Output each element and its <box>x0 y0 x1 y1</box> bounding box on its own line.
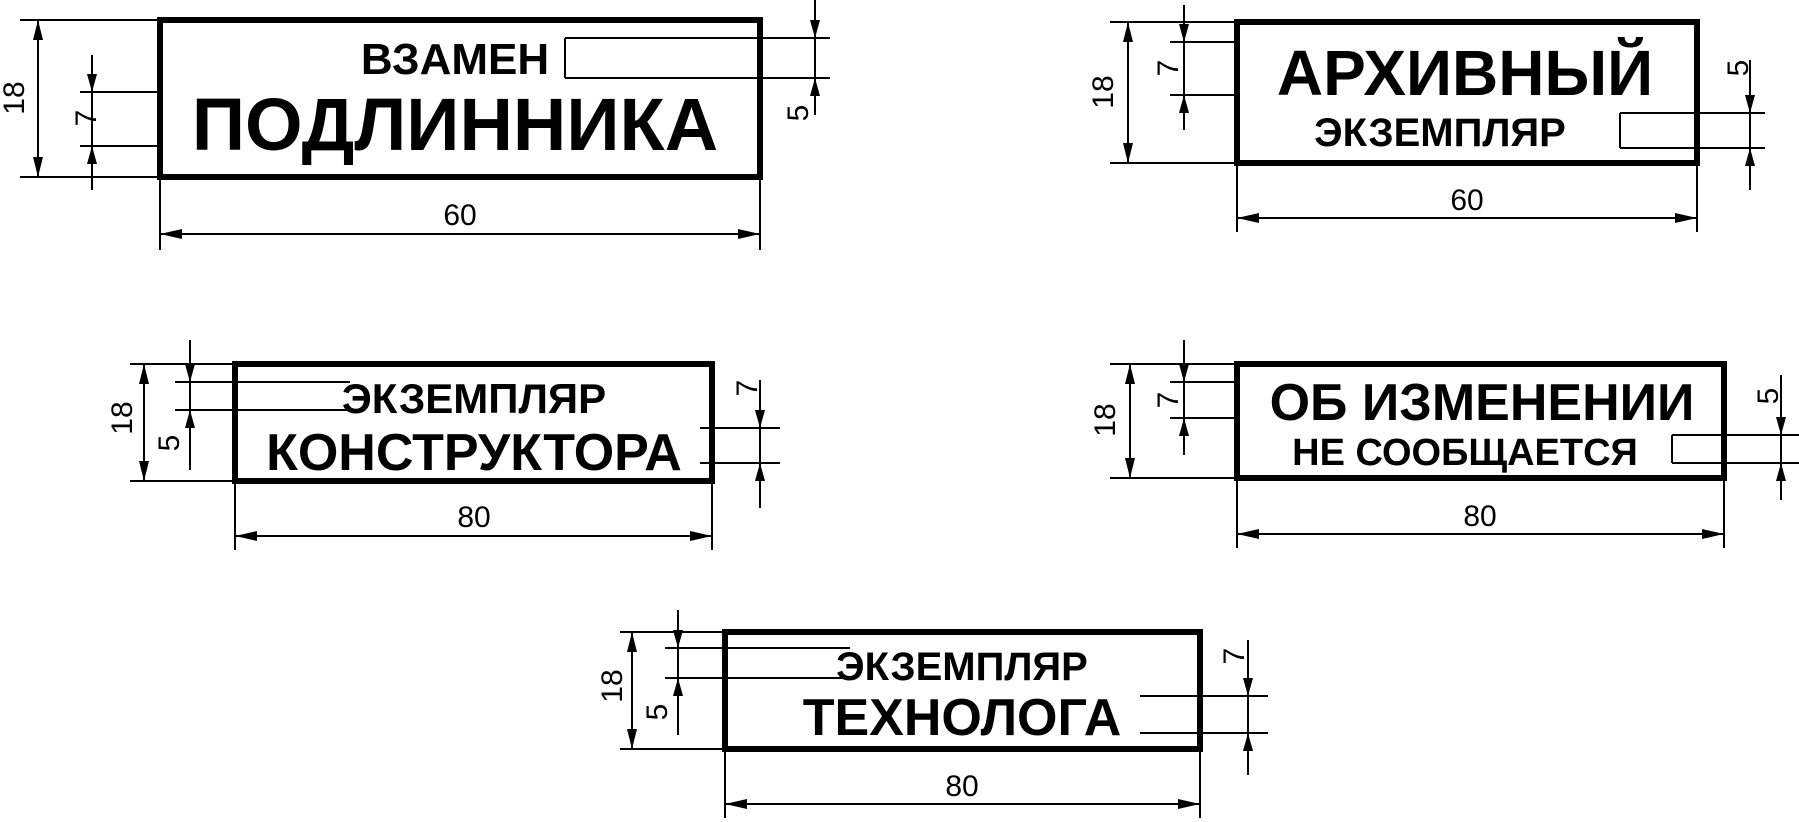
arrow-down-icon <box>755 410 765 428</box>
dim-label: 5 <box>782 105 815 122</box>
stamp-line2: НЕ СООБЩАЕТСЯ <box>1292 432 1638 474</box>
dim-label: 5 <box>1722 60 1755 77</box>
dim-label: 18 <box>1087 75 1120 108</box>
stamp-ekzemplyar-tekhnologa: ЭКЗЕМПЛЯР ТЕХНОЛОГА 18 5 7 80 <box>596 610 1268 818</box>
stamp-line2: ЭКЗЕМПЛЯР <box>1314 111 1566 155</box>
stamp-line2: ТЕХНОЛОГА <box>803 689 1122 747</box>
stamp-frame <box>1234 19 1700 166</box>
dim-label: 7 <box>70 110 103 127</box>
stamp-frame <box>157 17 763 180</box>
dim-label: 7 <box>1152 60 1185 77</box>
arrow-down-icon <box>1776 417 1786 435</box>
arrow-up-icon <box>1243 733 1253 751</box>
dim-label: 5 <box>153 435 186 452</box>
stamp-line1: АРХИВНЫЙ <box>1277 36 1653 109</box>
dim-label: 7 <box>1152 392 1185 409</box>
stamp-line2: ПОДЛИННИКА <box>192 83 718 166</box>
stamp-line1: ВЗАМЕН <box>361 35 549 84</box>
dim-label: 80 <box>457 501 490 534</box>
arrow-down-icon <box>1745 95 1755 113</box>
arrow-up-icon <box>810 78 820 96</box>
arrow-down-icon <box>1243 678 1253 696</box>
stamp-line1: ЭКЗЕМПЛЯР <box>342 375 606 422</box>
stamp-frame <box>1234 361 1727 481</box>
dim-label: 80 <box>1463 500 1496 533</box>
stamp-frame <box>232 361 715 484</box>
stamp-ekzemplyar-konstruktora: ЭКЗЕМПЛЯР КОНСТРУКТОРА 18 5 7 80 <box>106 340 780 550</box>
dim-label: 18 <box>0 81 31 114</box>
stamp-frame <box>722 629 1203 752</box>
dim-label: 7 <box>731 380 764 397</box>
stamp-line1: ЭКЗЕМПЛЯР <box>836 645 1088 689</box>
dim-label: 80 <box>945 770 978 803</box>
stamp-line2: КОНСТРУКТОРА <box>266 424 682 482</box>
dim-label: 18 <box>596 669 629 702</box>
dim-label: 18 <box>1089 403 1122 436</box>
dim-label: 5 <box>641 704 674 721</box>
dim-label: 18 <box>106 401 139 434</box>
stamp-arkhivnyi-ekzemplyar: АРХИВНЫЙ ЭКЗЕМПЛЯР 5 18 7 60 <box>1087 5 1765 232</box>
dim-label: 60 <box>1450 184 1483 217</box>
stamp-line1: ОБ ИЗМЕНЕНИИ <box>1270 374 1695 432</box>
dim-label: 5 <box>1752 388 1785 405</box>
dim-label: 7 <box>1218 648 1251 665</box>
stamp-ob-izmenenii: ОБ ИЗМЕНЕНИИ НЕ СООБЩАЕТСЯ 5 18 7 80 <box>1089 340 1799 548</box>
stamp-vzamen-podlinnika: ВЗАМЕН ПОДЛИННИКА 5 18 7 60 <box>0 0 830 250</box>
arrow-up-icon <box>1776 463 1786 481</box>
arrow-up-icon <box>755 463 765 481</box>
arrow-down-icon <box>810 20 820 38</box>
arrow-up-icon <box>1745 148 1755 166</box>
dim-label: 60 <box>443 199 476 232</box>
